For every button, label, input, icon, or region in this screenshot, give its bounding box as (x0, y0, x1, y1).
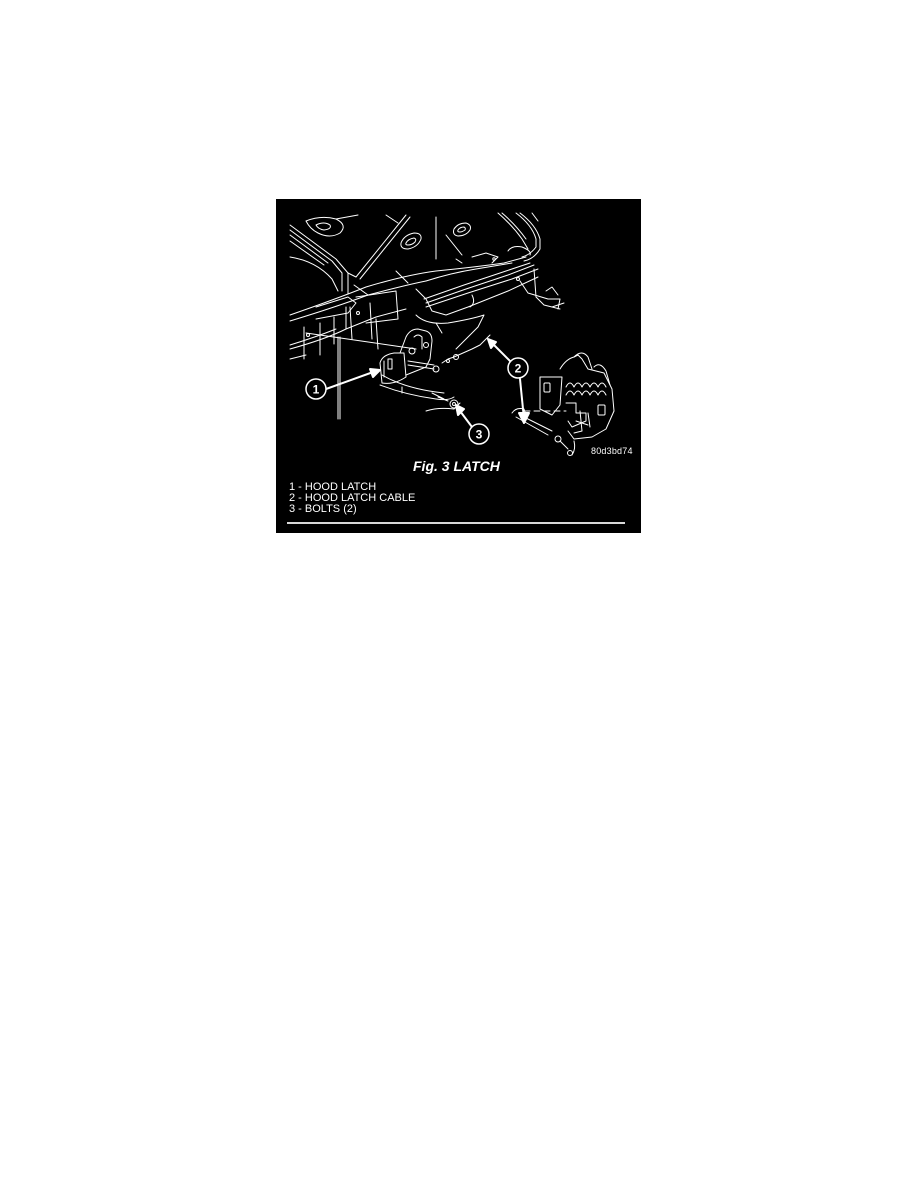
callout-arrows (325, 338, 530, 428)
callout-1: 1 (305, 378, 327, 400)
figure-title: Fig. 3 LATCH (413, 458, 500, 474)
callout-3: 3 (468, 423, 490, 445)
svg-text:1: 1 (313, 383, 320, 397)
svg-text:2: 2 (515, 362, 522, 376)
legend: 1 - HOOD LATCH 2 - HOOD LATCH CABLE 3 - … (289, 482, 415, 515)
figure-divider (287, 522, 625, 524)
latch-detail (511, 352, 615, 456)
left-supports (289, 290, 417, 420)
callout-2: 2 (507, 357, 529, 379)
legend-item: 1 - HOOD LATCH (289, 481, 377, 493)
hood-latch-figure: 1 2 3 80d3bd74 Fig. 3 LATCH 1 - HOOD LAT… (276, 199, 641, 533)
fender-structure (289, 214, 471, 295)
hood-latch-illustration: 1 2 3 (289, 212, 615, 456)
svg-text:3: 3 (476, 428, 483, 442)
right-fender-edge (497, 212, 565, 310)
part-code: 80d3bd74 (591, 446, 633, 456)
installed-hood-latch (379, 314, 491, 412)
legend-item: 2 - HOOD LATCH CABLE (289, 492, 416, 504)
legend-item: 3 - BOLTS (2) (289, 503, 357, 515)
